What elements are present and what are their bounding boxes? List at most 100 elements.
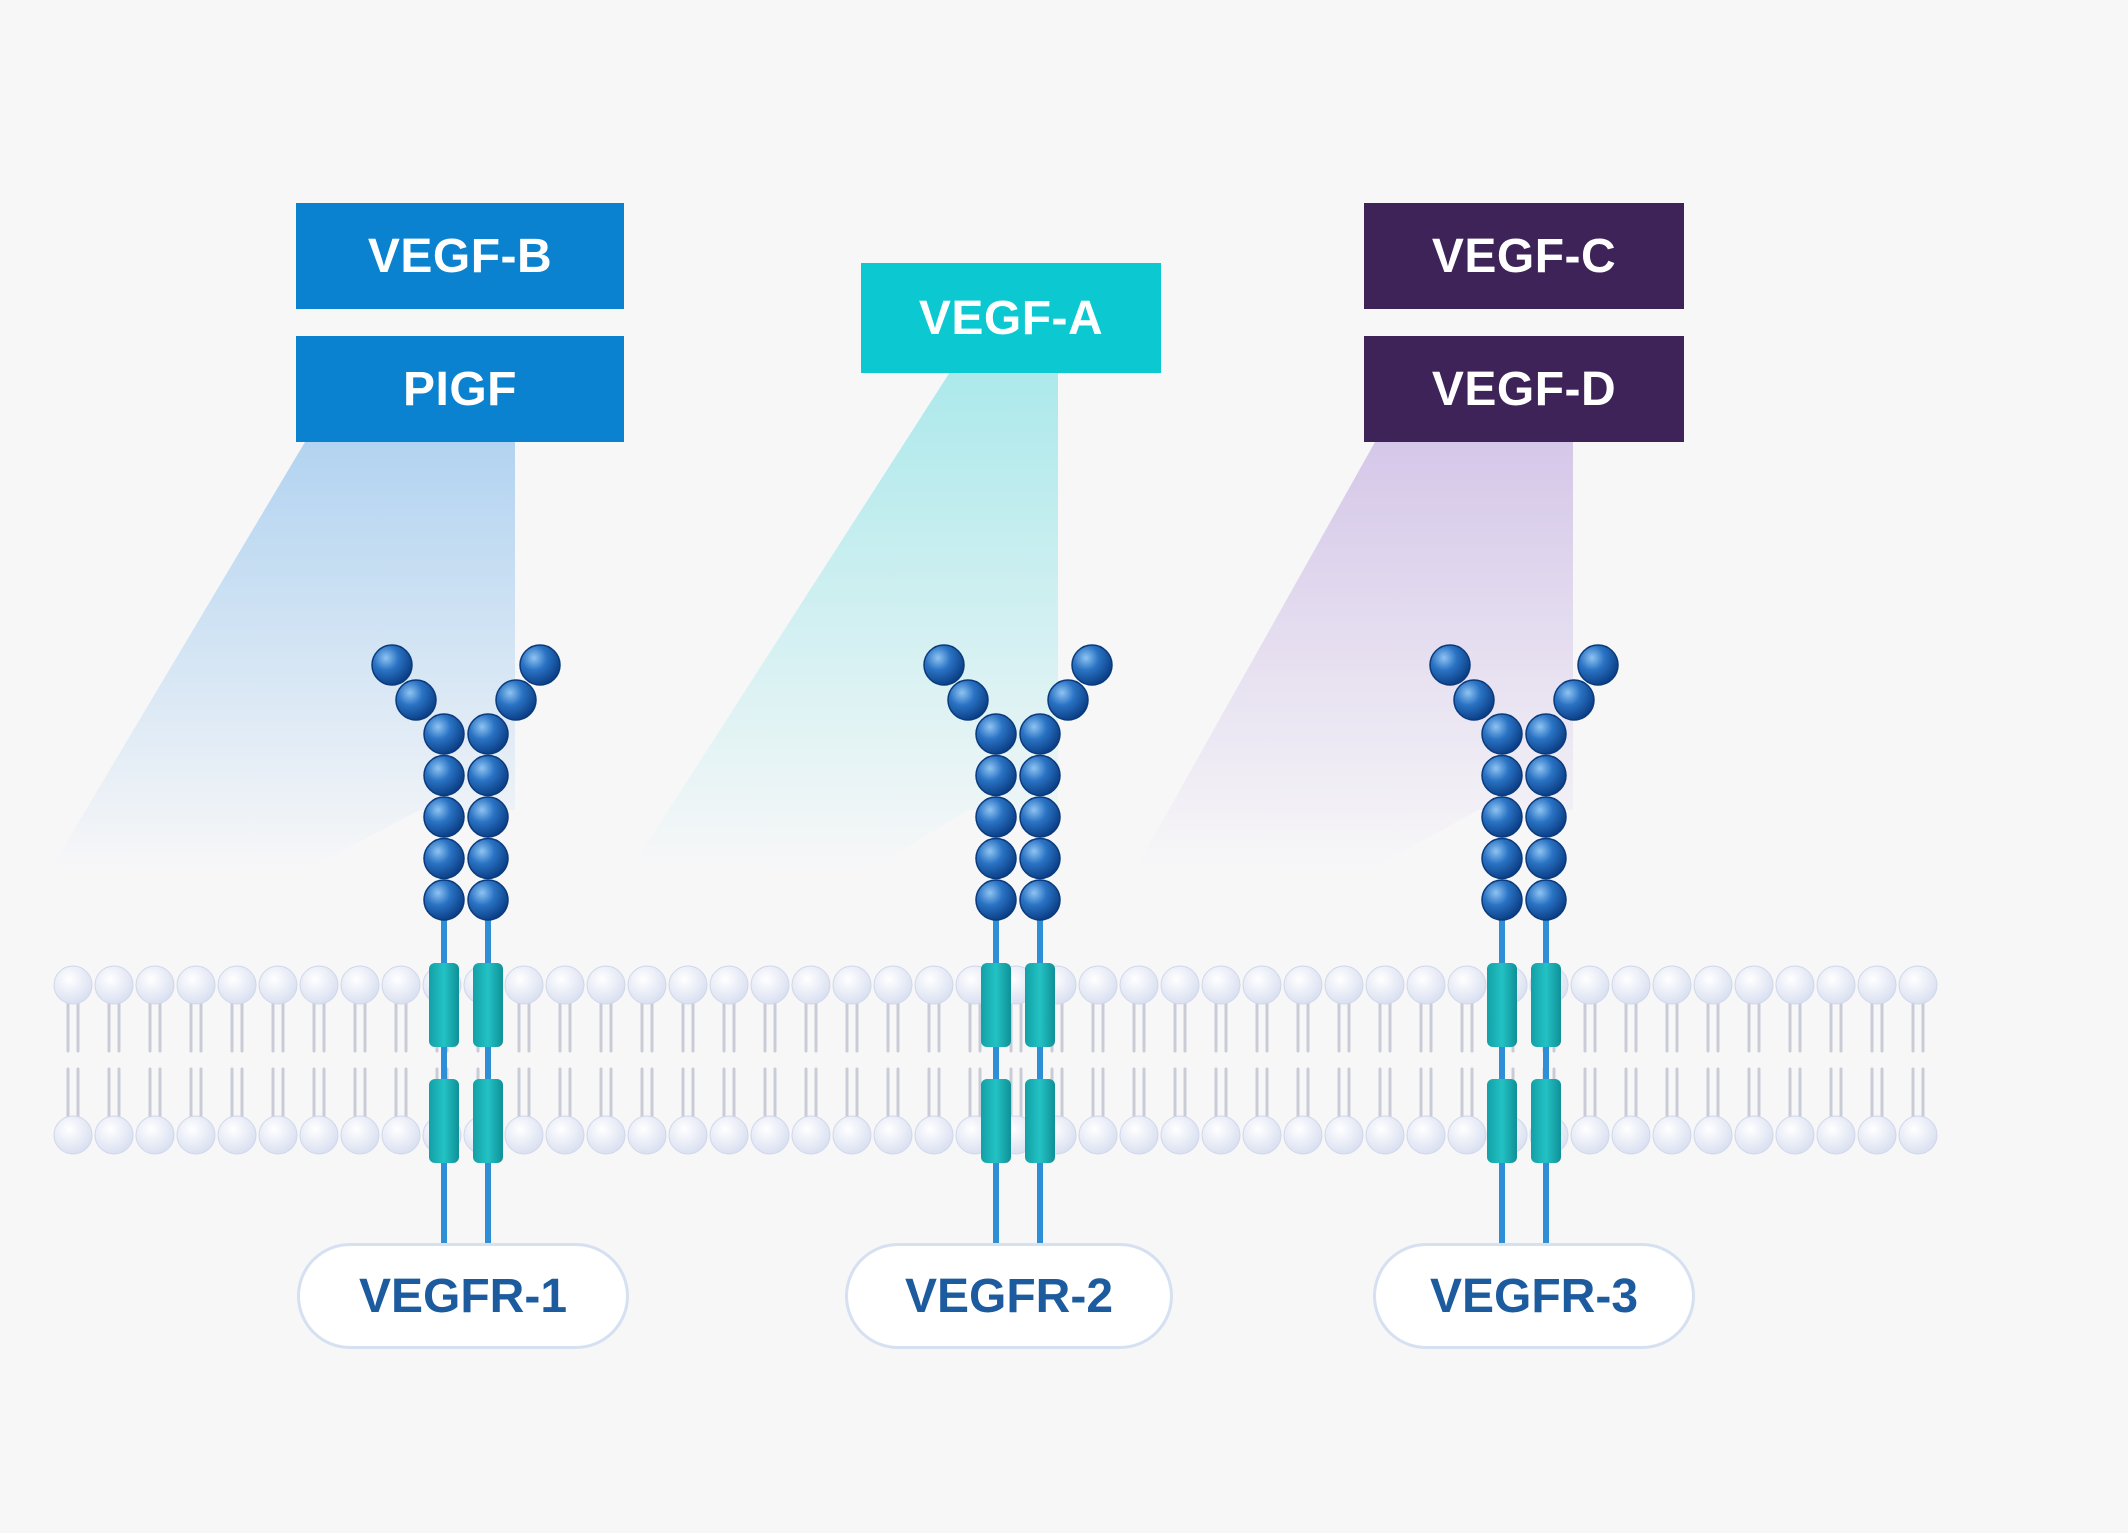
lipid-tails (271, 999, 285, 1121)
lipid-head (1242, 1115, 1282, 1155)
lipid-head (381, 1115, 421, 1155)
lipid-tails (845, 999, 859, 1121)
ig-domain-bead (975, 879, 1017, 921)
lipid-head (135, 1115, 175, 1155)
lipid-tails (1132, 999, 1146, 1121)
lipid-head (709, 1115, 749, 1155)
ig-domain-bead (947, 679, 989, 721)
lipid-head (1816, 965, 1856, 1005)
lipid-head (1078, 1115, 1118, 1155)
lipid-head (1242, 965, 1282, 1005)
lipid-head (545, 965, 585, 1005)
lipid-head (1570, 1115, 1610, 1155)
ig-domain-bead (1481, 754, 1523, 797)
lipid-head (94, 965, 134, 1005)
ig-domain-bead (423, 713, 465, 755)
lipid-tails (1788, 999, 1802, 1121)
transmembrane-domain (473, 1079, 503, 1163)
lipid-head (1447, 1115, 1487, 1155)
lipid-head (258, 1115, 298, 1155)
lipid-head (1652, 1115, 1692, 1155)
lipid-tails (804, 999, 818, 1121)
lipid-tails (763, 999, 777, 1121)
lipid-head (94, 1115, 134, 1155)
lipid-tails (394, 999, 408, 1121)
lipid-head (668, 965, 708, 1005)
lipid-tails (1583, 999, 1597, 1121)
ig-domain-bead (1481, 837, 1523, 880)
lipid-tails (1665, 999, 1679, 1121)
receptor-vegfr2 (923, 644, 1113, 1243)
transmembrane-domain (1531, 1079, 1561, 1163)
ig-domain-bead (1525, 796, 1567, 838)
lipid-head (176, 965, 216, 1005)
lipid-head (1078, 965, 1118, 1005)
lipid-tails (681, 999, 695, 1121)
receptor-label-vegfr2: VEGFR-2 (845, 1243, 1173, 1349)
beam-vegfr2 (630, 372, 1058, 870)
lipid-head (791, 1115, 831, 1155)
lipid-head (1652, 965, 1692, 1005)
lipid-head (1324, 965, 1364, 1005)
lipid-head (1816, 1115, 1856, 1155)
receptor-label-vegfr1: VEGFR-1 (297, 1243, 629, 1349)
ig-domain-bead (975, 796, 1017, 838)
lipid-tails (1378, 999, 1392, 1121)
lipid-head (381, 965, 421, 1005)
lipid-head (668, 1115, 708, 1155)
ig-domain-bead (1525, 754, 1567, 797)
lipid-head (1283, 965, 1323, 1005)
lipid-tails (1624, 999, 1638, 1121)
lipid-head (709, 965, 749, 1005)
transmembrane-domain (1025, 1079, 1055, 1163)
lipid-tails (968, 999, 982, 1121)
lipid-head (750, 965, 790, 1005)
transmembrane-domain (1487, 1079, 1517, 1163)
beam-vegfr1 (50, 442, 515, 870)
ig-domain-bead (519, 644, 561, 686)
lipid-tails (1870, 999, 1884, 1121)
ig-domain-bead (975, 713, 1017, 755)
ig-domain-bead (1481, 713, 1523, 755)
lipid-head (1283, 1115, 1323, 1155)
ig-domain-bead (1071, 644, 1113, 686)
transmembrane-domain (981, 963, 1011, 1047)
lipid-head (627, 1115, 667, 1155)
lipid-head (217, 1115, 257, 1155)
ig-domain-bead (1525, 713, 1567, 755)
lipid-tails (1091, 999, 1105, 1121)
ig-domain-bead (923, 644, 965, 686)
ig-domain-bead (1429, 644, 1471, 686)
lipid-head (1406, 1115, 1446, 1155)
lipid-tails (927, 999, 941, 1121)
lipid-head (627, 965, 667, 1005)
lipid-tails (148, 999, 162, 1121)
cell-membrane (53, 965, 1938, 1155)
lipid-head (1365, 965, 1405, 1005)
lipid-head (53, 965, 93, 1005)
ig-domain-bead (467, 713, 509, 755)
ig-domain-bead (1019, 837, 1061, 880)
ligand-vegf-d: VEGF-D (1364, 336, 1684, 442)
ig-domain-bead (1019, 796, 1061, 838)
lipid-head (1734, 965, 1774, 1005)
transmembrane-domain (981, 1079, 1011, 1163)
ig-domain-bead (975, 754, 1017, 797)
transmembrane-domain (1531, 963, 1561, 1047)
ig-domain-bead (1553, 679, 1595, 721)
lipid-tails (1747, 999, 1761, 1121)
ig-domain-bead (423, 837, 465, 880)
ligand-beams (50, 372, 1573, 870)
transmembrane-domain (473, 963, 503, 1047)
lipid-tails (230, 999, 244, 1121)
lipid-head (1201, 1115, 1241, 1155)
receptor-vegfr3 (1429, 644, 1619, 1243)
lipid-tails (66, 999, 80, 1121)
lipid-head (1775, 965, 1815, 1005)
lipid-head (53, 1115, 93, 1155)
ig-domain-bead (1019, 754, 1061, 797)
ligand-vegf-a: VEGF-A (861, 263, 1161, 373)
lipid-tails (517, 999, 531, 1121)
ig-domain-bead (1525, 879, 1567, 921)
lipid-head (1406, 965, 1446, 1005)
